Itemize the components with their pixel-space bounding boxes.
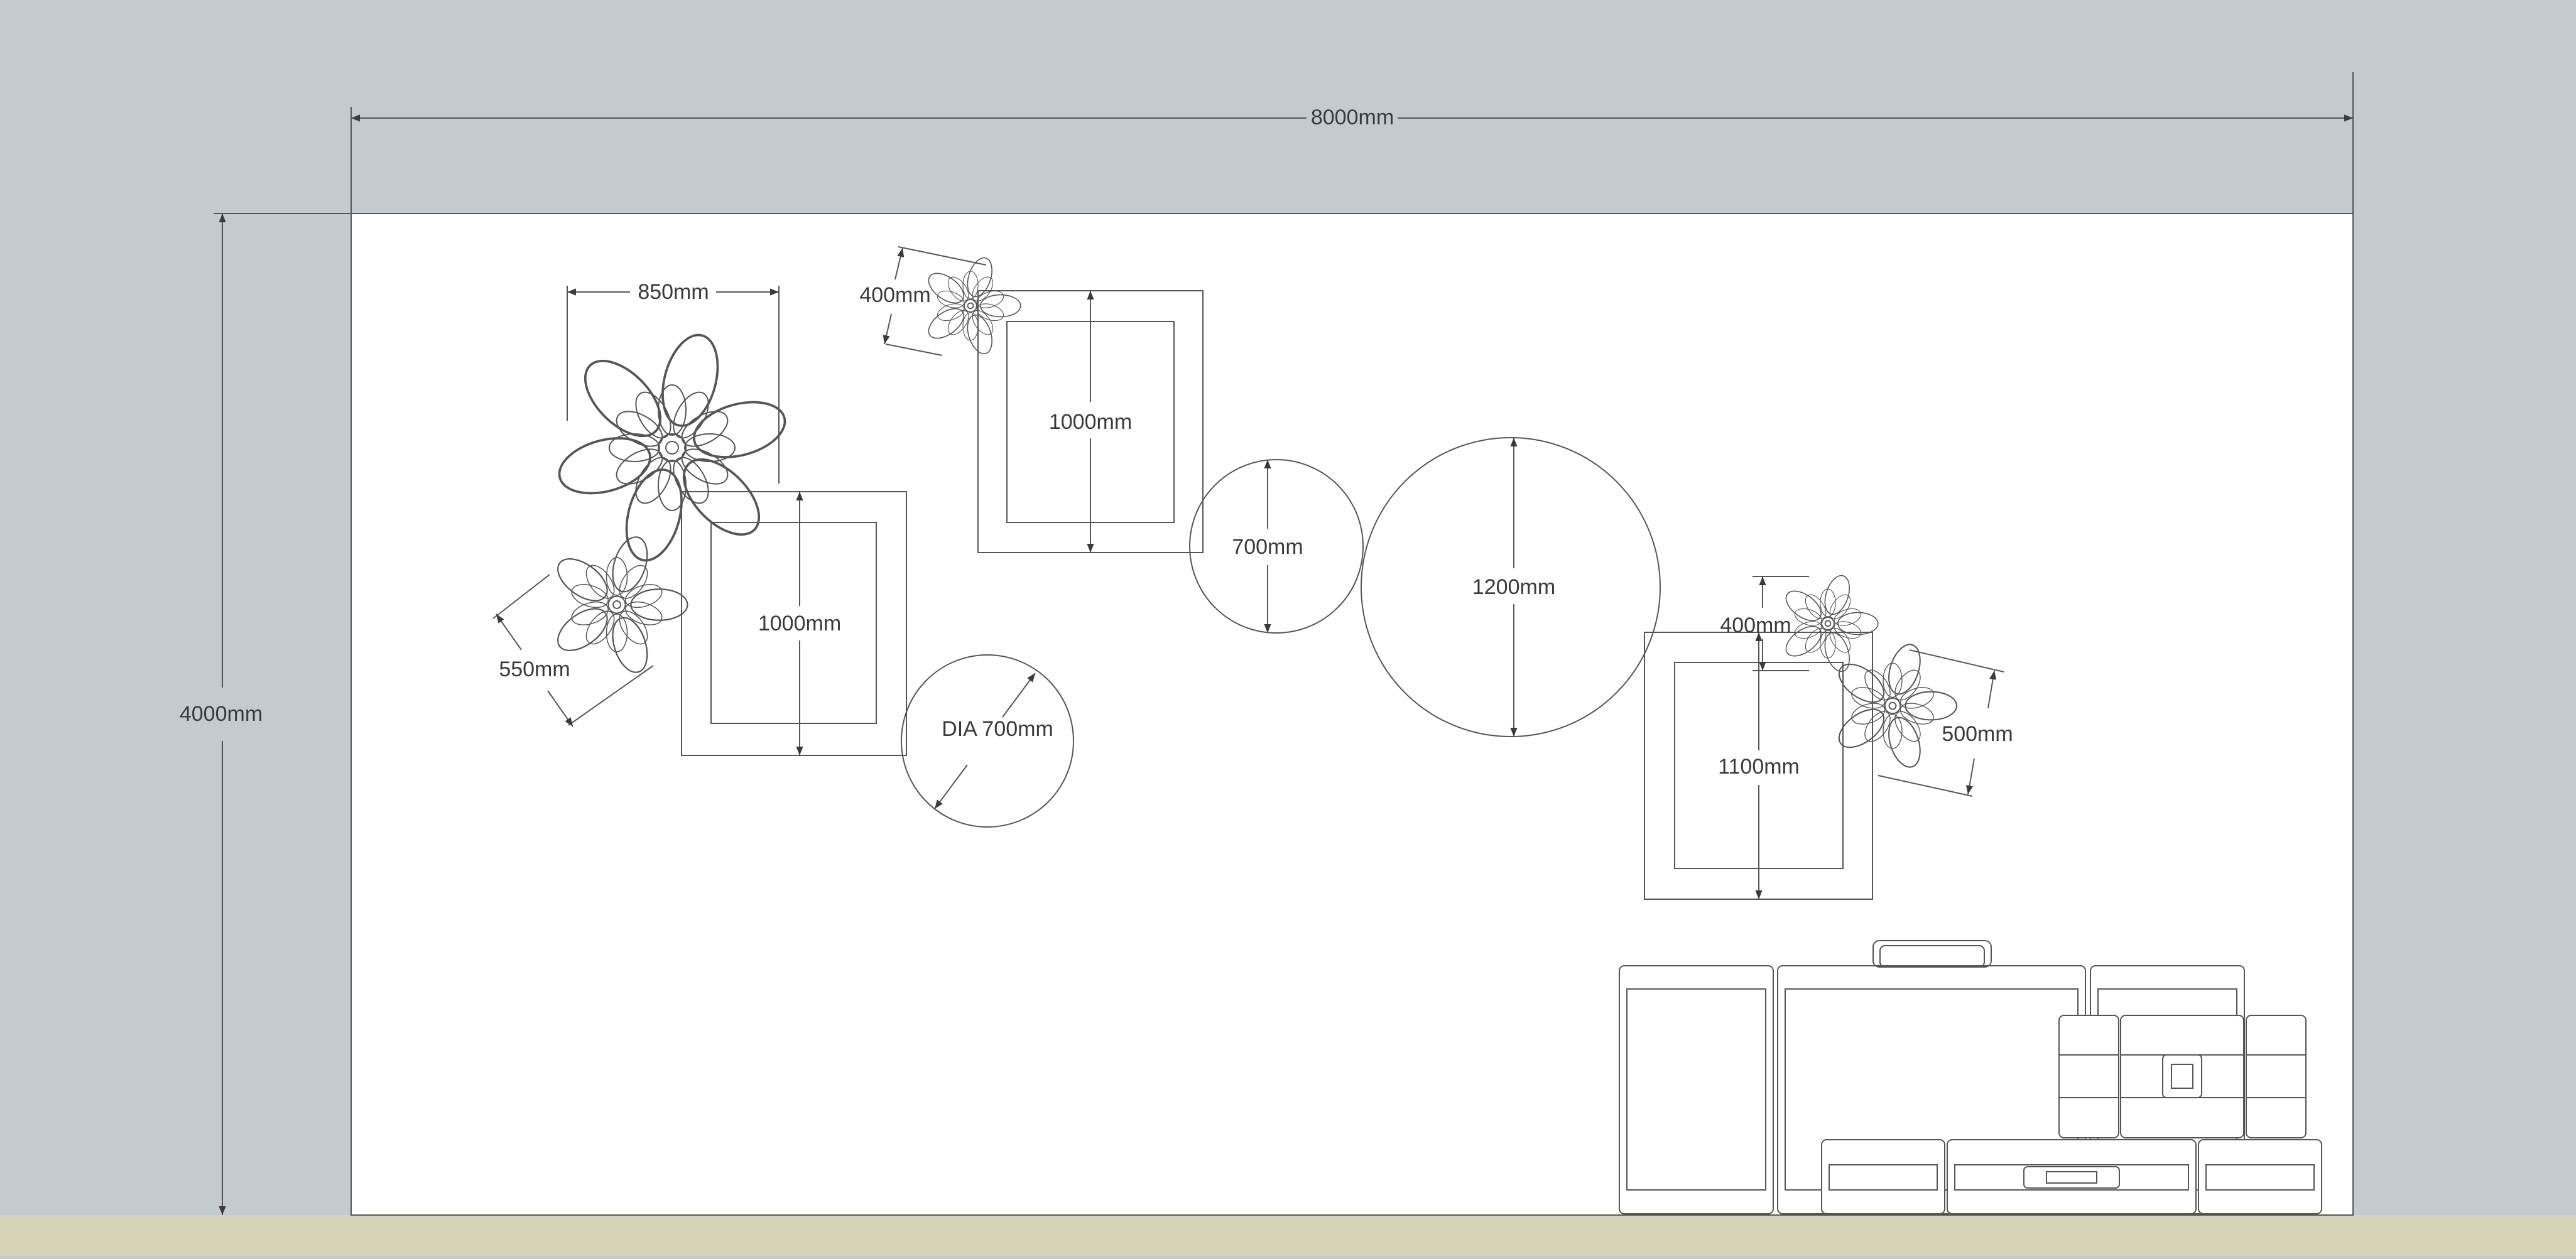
flower-right-large-dimension xyxy=(1878,649,2004,797)
flower-right-large-icon xyxy=(1831,639,1958,772)
frame-left xyxy=(681,491,907,756)
circle-dia-700-label: DIA 700mm xyxy=(942,717,1053,741)
circle-700-label: 700mm xyxy=(1232,535,1303,559)
speaker-icon xyxy=(2058,1015,2307,1138)
frame-top xyxy=(977,290,1204,553)
frame-left-label: 1000mm xyxy=(758,612,841,635)
flower-right-small-icon xyxy=(1780,571,1879,676)
overall-width-dimension xyxy=(351,72,2354,213)
flower-right-small-dimension xyxy=(1753,576,1809,671)
overall-height-label: 4000mm xyxy=(180,702,263,726)
flower-left-small-label: 550mm xyxy=(499,657,570,681)
flower-large-icon xyxy=(552,327,793,568)
flower-left-small-dimension xyxy=(492,574,654,727)
circle-1200 xyxy=(1361,437,1661,737)
frame-right xyxy=(1644,632,1873,900)
flower-large-label: 850mm xyxy=(638,280,709,304)
circle-1200-label: 1200mm xyxy=(1472,575,1555,599)
circle-700 xyxy=(1189,459,1364,634)
flower-large-dimension xyxy=(567,286,780,484)
floor xyxy=(0,1215,2576,1256)
flower-top-small-dimension xyxy=(883,246,987,356)
overall-width-label: 8000mm xyxy=(1311,105,1394,129)
flower-right-small-label: 400mm xyxy=(1720,613,1791,637)
overall-height-dimension xyxy=(214,213,351,1215)
circle-dia-700 xyxy=(901,654,1074,828)
flower-top-small-icon xyxy=(922,254,1022,358)
flower-left-small-icon xyxy=(549,531,688,678)
flower-right-large-label: 500mm xyxy=(1942,722,2013,746)
frame-right-label: 1100mm xyxy=(1718,755,1800,779)
flower-top-small-label: 400mm xyxy=(859,283,930,307)
tv-cabinet-icon xyxy=(1821,1139,2322,1214)
frame-top-label: 1000mm xyxy=(1049,410,1132,434)
